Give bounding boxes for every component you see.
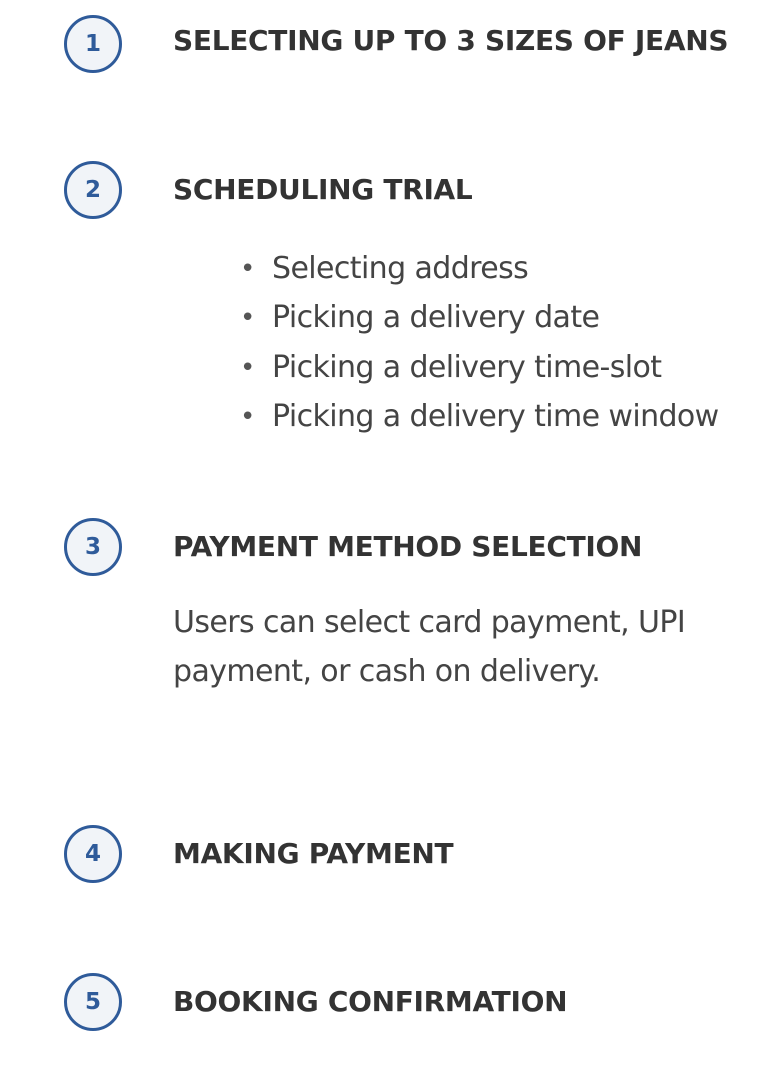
- list-item: • Picking a delivery date: [240, 294, 719, 344]
- scheduling-trial-substeps: • Selecting address • Picking a delivery…: [240, 244, 719, 442]
- step-2-title: SCHEDULING TRIAL: [173, 173, 473, 206]
- bullet-icon: •: [240, 352, 255, 383]
- step-1-number-badge: 1: [64, 15, 122, 73]
- step-4-title: MAKING PAYMENT: [173, 837, 454, 870]
- list-item: • Picking a delivery time-slot: [240, 343, 719, 393]
- list-item: • Selecting address: [240, 244, 719, 294]
- bullet-icon: •: [240, 253, 255, 284]
- substep-label: Picking a delivery time-slot: [272, 349, 662, 385]
- step-3-number-badge: 3: [64, 518, 122, 576]
- list-item: • Picking a delivery time window: [240, 393, 719, 443]
- step-4-number-badge: 4: [64, 825, 122, 883]
- step-5-number-badge: 5: [64, 973, 122, 1031]
- step-1-title: SELECTING UP TO 3 SIZES OF JEANS: [173, 24, 729, 57]
- bullet-icon: •: [240, 303, 255, 334]
- substep-label: Selecting address: [272, 250, 529, 286]
- step-2-number-badge: 2: [64, 161, 122, 219]
- substep-label: Picking a delivery time window: [272, 399, 719, 435]
- bullet-icon: •: [240, 402, 255, 433]
- substep-label: Picking a delivery date: [272, 300, 600, 336]
- payment-method-description: Users can select card payment, UPI payme…: [173, 605, 686, 689]
- step-3-title: PAYMENT METHOD SELECTION: [173, 530, 643, 563]
- step-5-title: BOOKING CONFIRMATION: [173, 985, 568, 1018]
